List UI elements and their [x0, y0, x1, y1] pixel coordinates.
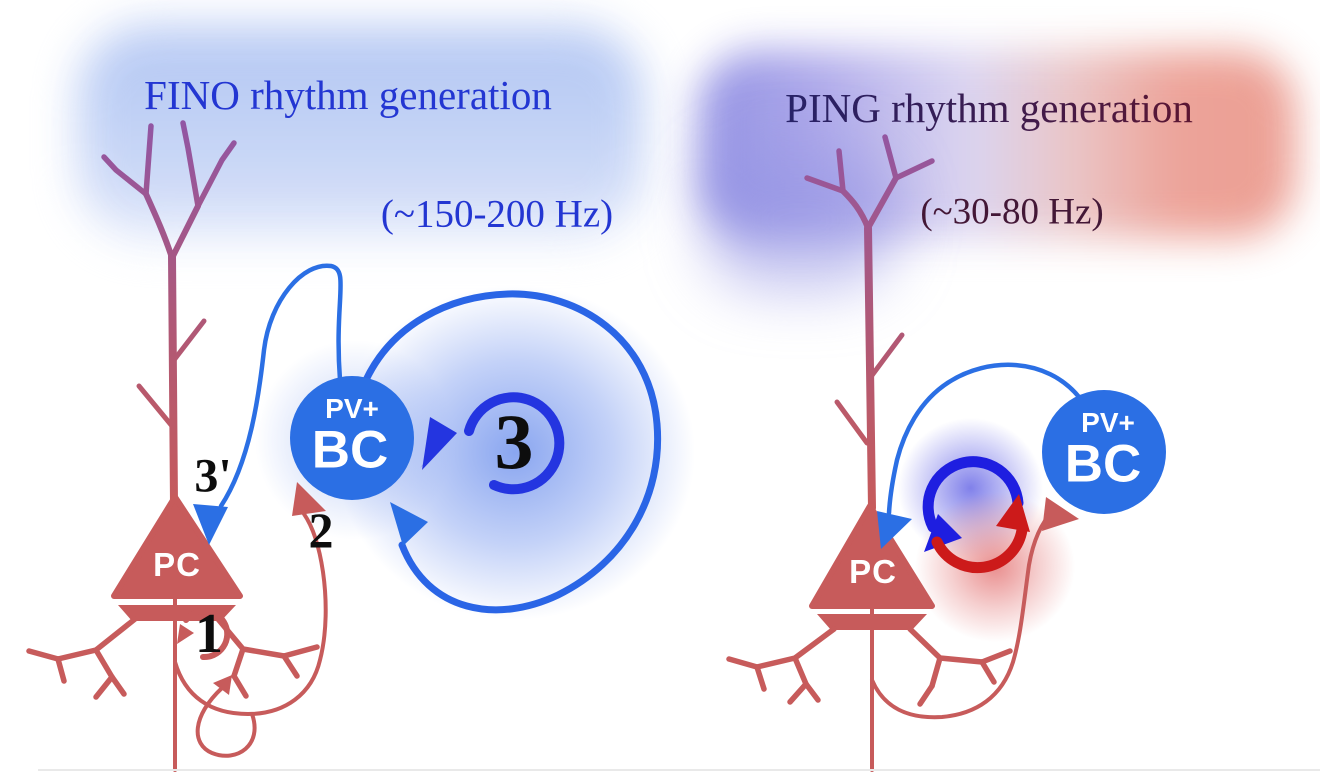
cycle-excitation-arrowhead [996, 494, 1030, 532]
bc-self-inhibition-cycle-arrow [420, 392, 565, 495]
left-inhibitory-synapse-on-bc [390, 502, 428, 546]
fino-frequency: (~150-200 Hz) [380, 192, 614, 236]
ping-cycle-arrows [922, 456, 1030, 574]
left-recurrent-collateral [195, 675, 257, 758]
right-inhibitory-synapse-on-pc [877, 511, 912, 549]
left-basket-cell-body [290, 376, 414, 500]
cycle-inhibition-arc [922, 456, 1024, 533]
left-pc-apical-dendrite [101, 120, 237, 508]
right-bc-pv-label: PV+ [1081, 407, 1135, 438]
right-excitatory-synapse-on-bc [1042, 497, 1079, 531]
recurrent-arrowhead [213, 675, 232, 695]
right-bc-to-pc-axon [886, 362, 1082, 516]
left-pc-label: PC [153, 546, 201, 583]
left-bc-label: BC [311, 420, 389, 480]
right-pc-axon [870, 509, 1055, 772]
cycle-excitation-arc [931, 524, 1028, 574]
recurrent-excitation-cycle-arrow [177, 608, 231, 661]
right-basket-cell-body [1042, 390, 1166, 514]
right-pc-apical-dendrite [804, 134, 935, 512]
fino-title: FINO rhythm generation [144, 72, 552, 118]
figure-bottom-rule [38, 769, 1320, 771]
annotation-1-recurrent-excitation: 1 [195, 603, 223, 665]
annotation-3prime-bc-to-pc: 3' [194, 449, 232, 503]
left-inhibitory-synapse-on-pc [193, 504, 228, 545]
ping-frequency: (~30-80 Hz) [920, 191, 1104, 233]
left-excitatory-synapse-on-bc [292, 482, 326, 516]
left-bc-to-pc-axon [218, 263, 343, 509]
left-pc-axon [173, 512, 328, 772]
right-pc-basal-dendrites [726, 626, 1013, 707]
left-bc-pv-label: PV+ [325, 393, 379, 424]
right-bc-label: BC [1064, 434, 1142, 494]
annotation-3-bc-self-inhibition: 3 [494, 398, 534, 485]
ping-title: PING rhythm generation [785, 85, 1193, 131]
annotation-2-pc-to-bc: 2 [308, 502, 334, 558]
right-pc-label: PC [849, 553, 897, 590]
bc-self-inhibition-loop [362, 290, 662, 614]
